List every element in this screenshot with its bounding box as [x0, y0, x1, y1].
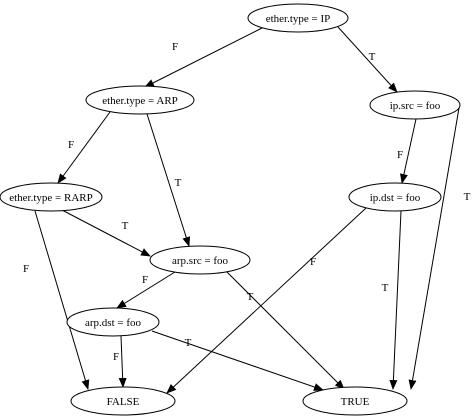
node-ellipse — [149, 245, 251, 275]
node-label: ether.type = ARP — [102, 95, 178, 107]
edge-arrow — [389, 210, 402, 390]
node-ellipse — [369, 90, 461, 120]
node-ellipse — [70, 386, 176, 416]
edge-arrow — [400, 118, 417, 184]
edge-arp_dst-to-false: F — [113, 335, 127, 388]
node-ip-src: ip.src = foo — [369, 90, 461, 120]
edges-layer: F T F T F T F T F T F T F T — [23, 26, 471, 394]
node-ether-rarp: ether.type = RARP — [0, 182, 103, 212]
edge-label: F — [397, 149, 403, 161]
edge-label: F — [310, 256, 316, 268]
edge-ether_ip-to-ether_arp: F — [144, 27, 263, 88]
node-ellipse — [0, 182, 103, 212]
node-label: TRUE — [341, 396, 370, 408]
node-label: ether.type = IP — [266, 13, 331, 25]
node-ether-ip: ether.type = IP — [247, 3, 349, 33]
edge-ether_rarp-to-arp_src: T — [61, 209, 151, 257]
node-false: FALSE — [70, 386, 176, 416]
node-label: arp.src = foo — [172, 255, 228, 267]
edge-arrow — [151, 330, 324, 391]
edge-label: T — [185, 337, 192, 349]
edge-arp_src-to-true: T — [224, 269, 345, 390]
edge-arrow — [118, 335, 127, 388]
nodes-layer: ether.type = IP ether.type = ARP ip.src = … — [0, 3, 461, 416]
edge-ether_ip-to-ip_src: T — [337, 26, 398, 93]
edge-ether_rarp-to-false: F — [23, 210, 90, 390]
node-label: ip.dst = foo — [370, 192, 421, 204]
edge-ether_arp-to-arp_src: T — [146, 113, 191, 247]
edge-arrow — [61, 209, 151, 257]
node-true: TRUE — [302, 386, 408, 416]
node-label: ip.src = foo — [390, 100, 441, 112]
edge-ip_dst-to-false: F — [166, 207, 367, 394]
edge-label: T — [122, 220, 129, 232]
edge-label: T — [382, 282, 389, 294]
edge-label: F — [113, 351, 119, 363]
node-ip-dst: ip.dst = foo — [348, 182, 442, 212]
edge-arrow — [166, 207, 367, 394]
node-ellipse — [85, 85, 195, 115]
edge-ip_src-to-ip_dst: F — [397, 118, 417, 184]
edge-ip_dst-to-true: T — [382, 210, 402, 390]
edge-ip_src-to-true: T — [408, 107, 471, 390]
edge-arrow — [408, 107, 460, 390]
edge-arp_src-to-arp_dst: F — [116, 271, 176, 309]
edge-label: F — [68, 139, 74, 151]
edge-arrow — [57, 111, 111, 184]
edge-label: T — [175, 177, 182, 189]
node-ellipse — [302, 386, 408, 416]
edge-label: F — [172, 41, 178, 53]
node-ether-arp: ether.type = ARP — [85, 85, 195, 115]
edge-label: T — [247, 291, 254, 303]
node-arp-dst: arp.dst = foo — [66, 307, 160, 337]
node-ellipse — [66, 307, 160, 337]
node-label: arp.dst = foo — [85, 317, 141, 329]
edge-arrow — [146, 113, 191, 247]
edge-label: F — [142, 274, 148, 286]
edge-label: F — [23, 263, 29, 275]
node-label: FALSE — [107, 396, 140, 408]
edge-arp_dst-to-true: T — [151, 330, 324, 391]
node-ellipse — [348, 182, 442, 212]
node-arp-src: arp.src = foo — [149, 245, 251, 275]
edge-arrow — [224, 269, 345, 390]
edge-arrow — [116, 271, 176, 309]
edge-label: T — [464, 191, 471, 203]
edge-arrow — [34, 210, 90, 390]
edge-arrow — [144, 27, 263, 88]
edge-ether_arp-to-ether_rarp: F — [57, 111, 111, 184]
node-ellipse — [247, 3, 349, 33]
node-label: ether.type = RARP — [9, 192, 93, 204]
edge-arrow — [337, 26, 398, 93]
edge-label: T — [369, 51, 376, 63]
